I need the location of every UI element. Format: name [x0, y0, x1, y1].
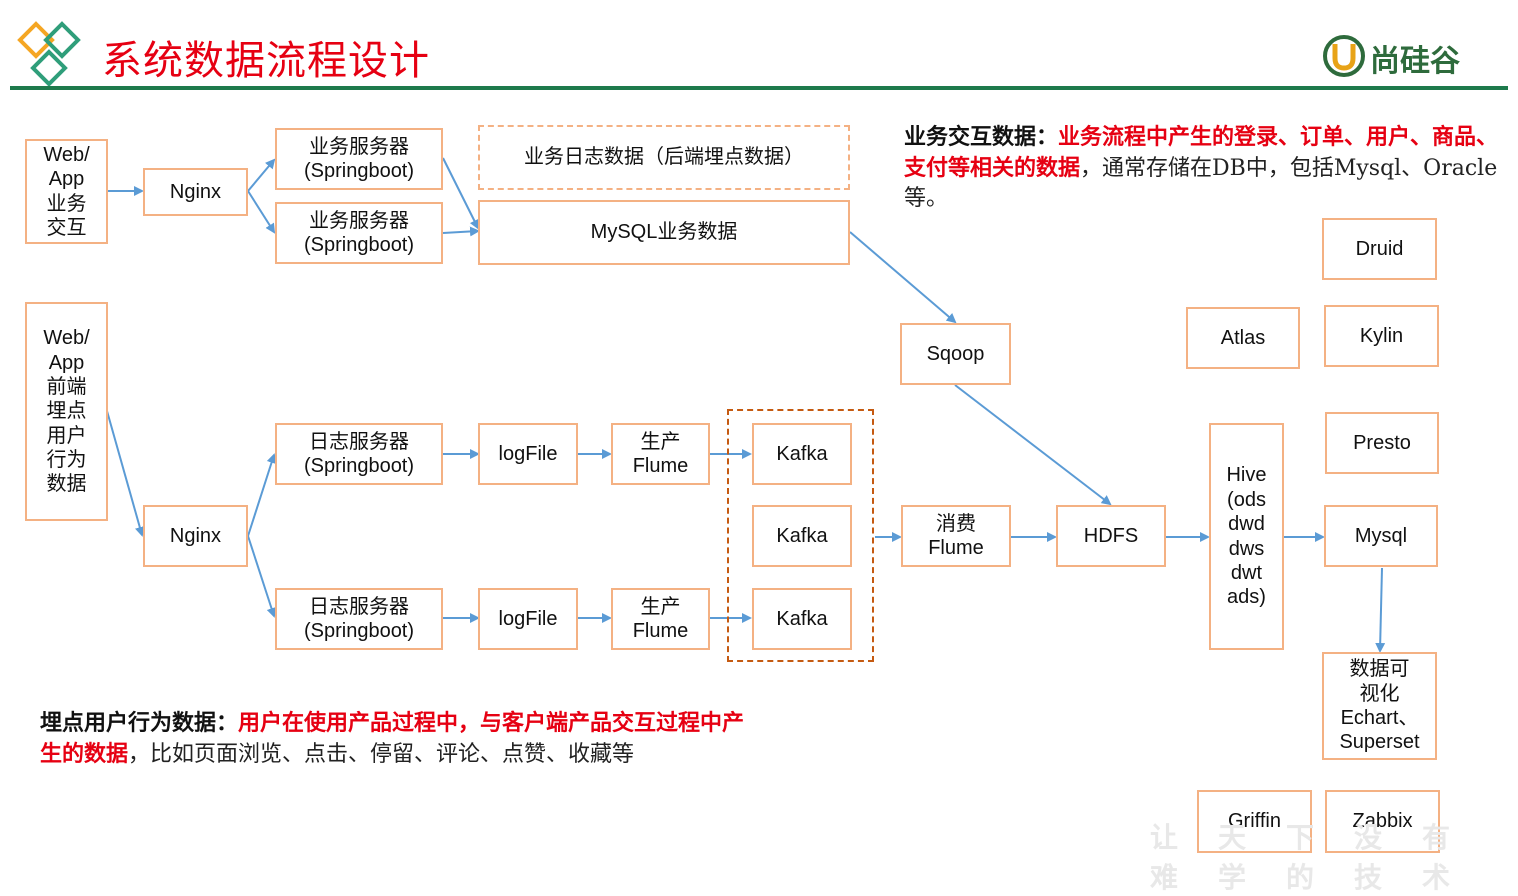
sqoop-box: Sqoop: [900, 323, 1011, 385]
logfile-box-2: logFile: [478, 588, 578, 650]
hdfs-box: HDFS: [1056, 505, 1166, 567]
kafka-box-3: Kafka: [752, 588, 852, 650]
logfile-box-1: logFile: [478, 423, 578, 485]
log-server-box-1: 日志服务器(Springboot): [275, 423, 443, 485]
watermark: 让天下没有难学的技术: [1150, 821, 1491, 894]
druid-box: Druid: [1322, 218, 1437, 280]
business-server-box-2: 业务服务器(Springboot): [275, 202, 443, 264]
brand-logo-text: 尚硅谷: [1370, 44, 1460, 79]
atlas-box: Atlas: [1186, 307, 1300, 369]
mysql-box: Mysql: [1324, 505, 1438, 567]
mysql-business-box: MySQL业务数据: [478, 200, 850, 265]
presto-box: Presto: [1325, 412, 1439, 474]
logo-diamond-icon: [17, 21, 81, 87]
log-server-box-2: 日志服务器(Springboot): [275, 588, 443, 650]
business-log-box: 业务日志数据（后端埋点数据）: [478, 125, 850, 190]
nginx-bottom-box: Nginx: [143, 505, 248, 567]
kylin-box: Kylin: [1324, 305, 1439, 367]
page-title: 系统数据流程设计: [102, 38, 430, 84]
flow-arrows: [106, 157, 1386, 653]
kafka-box-2: Kafka: [752, 505, 852, 567]
business-data-note: 业务交互数据：业务流程中产生的登录、订单、用户、商品、支付等相关的数据，通常存储…: [904, 124, 1499, 211]
business-server-box-1: 业务服务器(Springboot): [275, 128, 443, 190]
nginx-top-box: Nginx: [143, 168, 248, 216]
kafka-box-1: Kafka: [752, 423, 852, 485]
header-divider: [10, 86, 1508, 90]
kafka-cluster-group: [727, 409, 874, 662]
brand-logo-icon: [1323, 35, 1365, 77]
griffin-box: Griffin: [1197, 790, 1312, 853]
zabbix-box: Zabbix: [1325, 790, 1440, 853]
tracking-data-note: 埋点用户行为数据：用户在使用产品过程中，与客户端产品交互过程中产生的数据，比如页…: [40, 710, 745, 767]
